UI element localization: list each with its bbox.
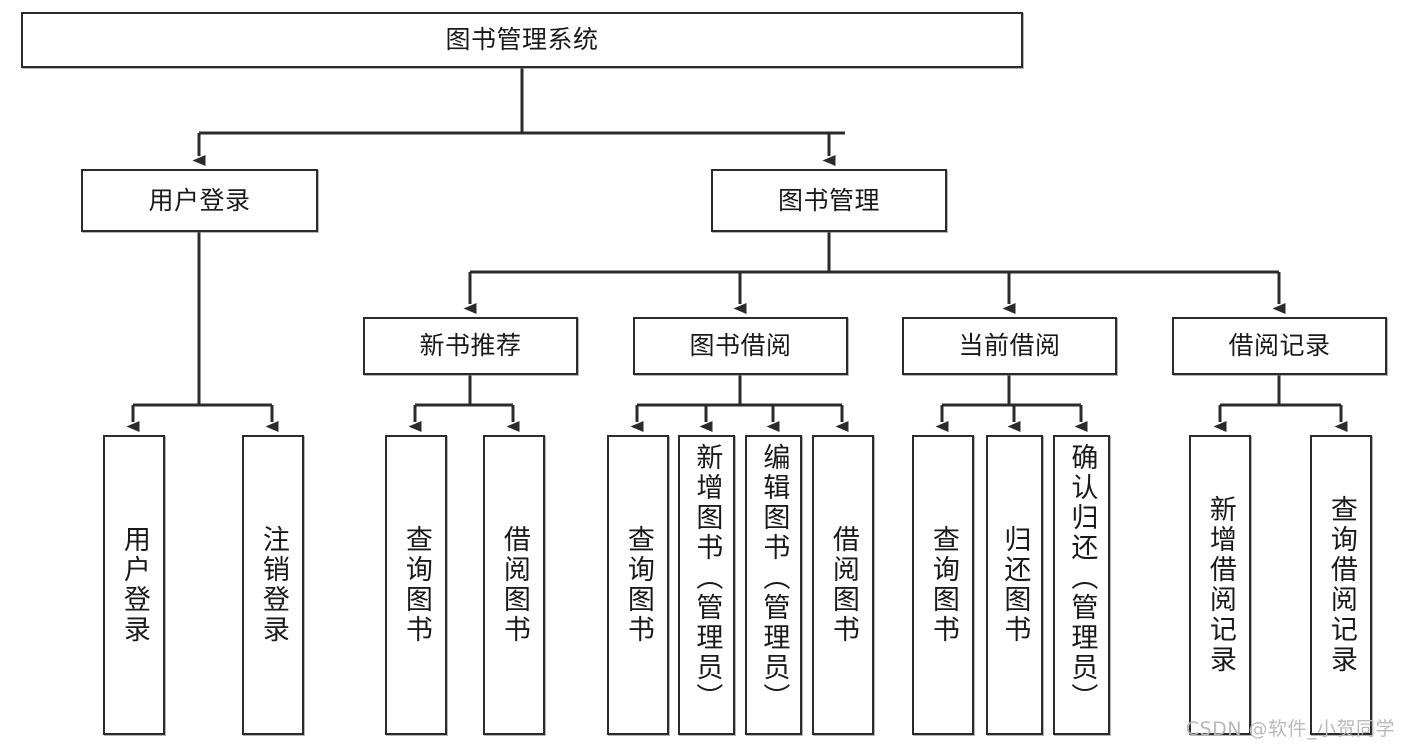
node-current-borrow[interactable]: 当前借阅 — [902, 317, 1117, 375]
node-label: 借阅记录 — [1228, 331, 1331, 361]
node-borrow-edit-book[interactable]: 编辑图书（管理员） — [745, 435, 802, 735]
node-label: 新增借阅记录 — [1204, 495, 1236, 675]
node-borrow-borrow-book[interactable]: 借阅图书 — [812, 435, 874, 735]
node-label: 新增图书（管理员） — [691, 443, 723, 713]
node-label: 图书管理 — [777, 185, 880, 215]
node-label: 用户登录 — [118, 525, 150, 645]
node-book-management[interactable]: 图书管理 — [711, 169, 947, 232]
node-label: 查询借阅记录 — [1325, 495, 1357, 675]
node-label: 查询图书 — [622, 525, 654, 645]
node-label: 查询图书 — [400, 525, 432, 645]
node-user-logout-action[interactable]: 注销登录 — [242, 435, 304, 735]
node-label: 新书推荐 — [419, 331, 522, 361]
node-records-query[interactable]: 查询借阅记录 — [1310, 435, 1372, 735]
node-records-add[interactable]: 新增借阅记录 — [1189, 435, 1251, 735]
node-current-query-book[interactable]: 查询图书 — [912, 435, 974, 735]
node-recommend-borrow-book[interactable]: 借阅图书 — [483, 435, 545, 735]
node-label: 借阅图书 — [827, 525, 859, 645]
node-label: 用户登录 — [148, 185, 251, 215]
node-book-borrow[interactable]: 图书借阅 — [633, 317, 848, 375]
node-label: 查询图书 — [927, 525, 959, 645]
node-borrow-add-book[interactable]: 新增图书（管理员） — [678, 435, 735, 735]
node-borrow-records[interactable]: 借阅记录 — [1172, 317, 1387, 375]
node-label: 确认归还（管理员） — [1066, 443, 1098, 713]
node-label: 图书借阅 — [689, 331, 792, 361]
node-new-book-recommend[interactable]: 新书推荐 — [363, 317, 578, 375]
node-user-login-action[interactable]: 用户登录 — [103, 435, 165, 735]
node-label: 编辑图书（管理员） — [758, 443, 790, 713]
node-label: 归还图书 — [999, 525, 1031, 645]
node-current-confirm-return[interactable]: 确认归还（管理员） — [1053, 435, 1110, 735]
node-label: 借阅图书 — [498, 525, 530, 645]
node-current-return-book[interactable]: 归还图书 — [986, 435, 1043, 735]
csdn-watermark: CSDN @软件_小贺同学 — [1185, 718, 1395, 740]
node-user-login[interactable]: 用户登录 — [81, 169, 318, 232]
node-system-root[interactable]: 图书管理系统 — [21, 12, 1023, 68]
node-borrow-query-book[interactable]: 查询图书 — [607, 435, 669, 735]
node-label: 图书管理系统 — [445, 25, 599, 55]
node-label: 注销登录 — [257, 525, 289, 645]
node-recommend-query-book[interactable]: 查询图书 — [385, 435, 447, 735]
node-label: 当前借阅 — [958, 331, 1061, 361]
